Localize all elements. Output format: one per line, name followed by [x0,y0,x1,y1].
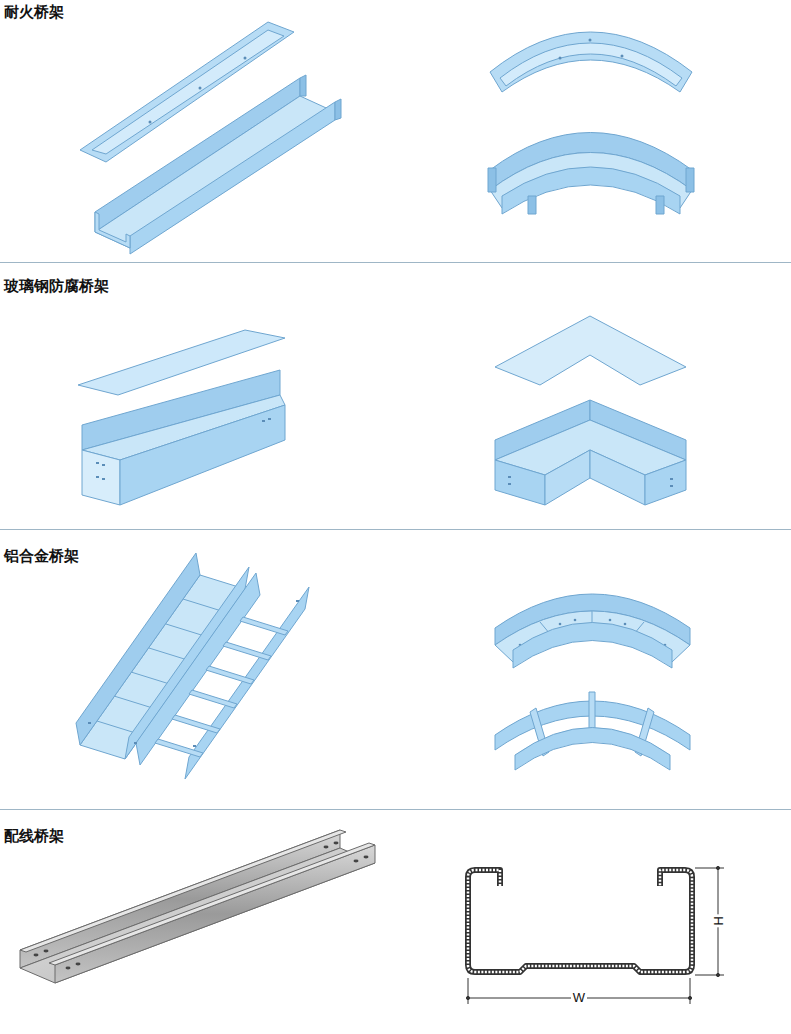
section-heading: 铝合金桥架 [4,547,79,565]
dimension-label: H [711,914,725,927]
wiring-tray-photo [20,830,375,983]
section-separators [0,263,791,810]
dimension-lines [466,866,724,1004]
section-heading: 玻璃钢防腐桥架 [4,277,109,295]
fireproof-elbow-tray [488,32,694,214]
tray-cross-section [468,870,692,972]
frp-elbow-tray [495,316,686,505]
fireproof-straight-tray [80,22,341,254]
aluminium-elbow-trays [495,594,690,770]
aluminium-straight-trays [76,553,309,779]
frp-straight-tray [78,330,285,505]
dimension-label: W [571,991,587,1005]
section-heading: 配线桥架 [4,827,64,845]
section-heading: 耐火桥架 [4,3,64,21]
